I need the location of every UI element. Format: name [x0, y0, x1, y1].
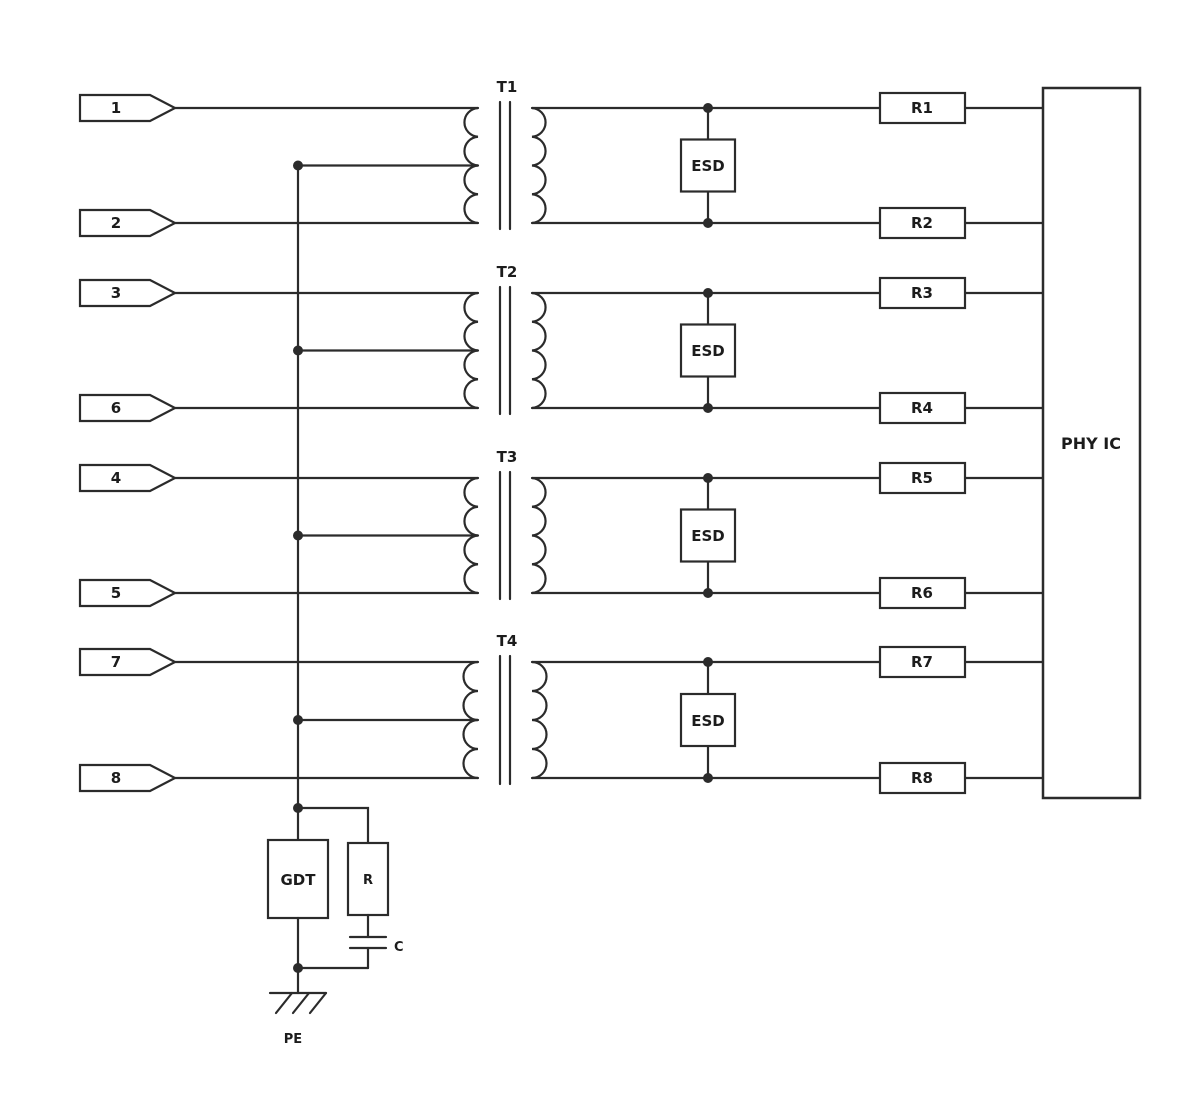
earth-hatch [274, 991, 294, 1015]
resistor-r7-label: R7 [911, 653, 933, 671]
resistor-r2-box [878, 206, 967, 240]
t4-primary-coil [462, 660, 479, 780]
phy-ic-label: PHY IC [1061, 434, 1121, 453]
resistor-r2-label: R2 [911, 214, 933, 232]
pin-connectors: 1 2 3 6 4 5 7 8 [78, 93, 178, 793]
junction-dot [703, 473, 713, 483]
resistor-r6-box [878, 576, 967, 610]
t1-primary-coil [463, 106, 479, 225]
esd-1: ESD [679, 106, 737, 225]
junction-dot [293, 715, 303, 725]
esd-3: ESD [679, 476, 737, 595]
pin-8-shape [78, 763, 178, 793]
pin-3-label: 3 [111, 284, 121, 302]
pin-4-label: 4 [111, 469, 121, 487]
esd-2-label: ESD [691, 342, 725, 360]
t1-secondary-coil [531, 106, 547, 225]
resistor-r5-box [878, 461, 967, 495]
t2-secondary-coil [531, 291, 547, 410]
t2-label: T2 [497, 263, 518, 281]
resistor-r4-label: R4 [911, 399, 933, 417]
resistor-r1-box [878, 91, 967, 125]
esd-1-box [679, 138, 737, 193]
pin-1-shape [78, 93, 178, 123]
junction-dots [293, 103, 713, 973]
transformer-t4: T4 [462, 632, 548, 786]
esd-4-box [679, 692, 737, 748]
pin-6-label: 6 [111, 399, 121, 417]
gdt-label: GDT [281, 871, 317, 889]
t4-label: T4 [497, 632, 518, 650]
esd-3-label: ESD [691, 527, 725, 545]
protection-resistor-box [346, 841, 390, 917]
resistor-r5-label: R5 [911, 469, 933, 487]
pin-7-label: 7 [111, 653, 121, 671]
phy-ic: PHY IC [1041, 86, 1142, 800]
protection-network: GDT R C PE [266, 806, 404, 1047]
esd-3-box [679, 508, 737, 563]
esd-1-label: ESD [691, 157, 725, 175]
resistor-r3-label: R3 [911, 284, 933, 302]
pin-3-shape [78, 278, 178, 308]
junction-dot [293, 963, 303, 973]
junction-dot [293, 160, 303, 171]
pin-2-shape [78, 208, 178, 238]
series-resistors: R1 R2 R3 R4 R5 R6 R7 R8 [878, 91, 967, 795]
resistor-r6-label: R6 [911, 584, 933, 602]
resistor-r8-box [878, 761, 967, 795]
resistor-r1-label: R1 [911, 99, 933, 117]
earth-hatch [291, 991, 311, 1015]
pin-4-shape [78, 463, 178, 493]
junction-dot [703, 103, 713, 113]
t2-primary-coil [463, 291, 479, 410]
junction-dot [703, 773, 713, 783]
capacitor-symbol [348, 935, 388, 950]
resistor-r7-box [878, 645, 967, 679]
capacitor-label: C [394, 940, 404, 955]
resistor-r3-box [878, 276, 967, 310]
transformer-t1: T1 [463, 78, 547, 231]
transformer-t3: T3 [463, 448, 547, 601]
junction-dot [703, 657, 713, 667]
pin-1-label: 1 [111, 99, 121, 117]
pin-5-shape [78, 578, 178, 608]
transformer-t2: T2 [463, 263, 547, 416]
t3-label: T3 [497, 448, 518, 466]
earth-hatch [308, 991, 328, 1015]
junction-dot [703, 588, 713, 598]
pe-label: PE [284, 1032, 302, 1047]
pin-8-label: 8 [111, 769, 121, 787]
t3-secondary-coil [531, 476, 547, 595]
esd-2: ESD [679, 291, 737, 410]
resistor-r4-box [878, 391, 967, 425]
junction-dot [293, 530, 303, 541]
pin-6-shape [78, 393, 178, 423]
earth-ground-icon [268, 991, 328, 1015]
junction-dot [703, 288, 713, 298]
phy-ic-box [1041, 86, 1142, 800]
pin-7-shape [78, 647, 178, 677]
esd-2-box [679, 323, 737, 378]
esd-4-label: ESD [691, 712, 725, 730]
t4-secondary-coil [531, 660, 548, 780]
primary-wires [173, 106, 480, 842]
t1-label: T1 [497, 78, 518, 96]
pin-2-label: 2 [111, 214, 121, 232]
resistor-r8-label: R8 [911, 769, 933, 787]
pin-5-label: 5 [111, 584, 121, 602]
junction-dot [293, 345, 303, 356]
secondary-wires [530, 106, 1045, 780]
esd-4: ESD [679, 660, 737, 780]
branch-wire [296, 806, 370, 845]
junction-dot [703, 218, 713, 228]
t3-primary-coil [463, 476, 479, 595]
junction-dot [703, 403, 713, 413]
protection-resistor-label: R [363, 873, 373, 888]
junction-dot [293, 803, 303, 813]
